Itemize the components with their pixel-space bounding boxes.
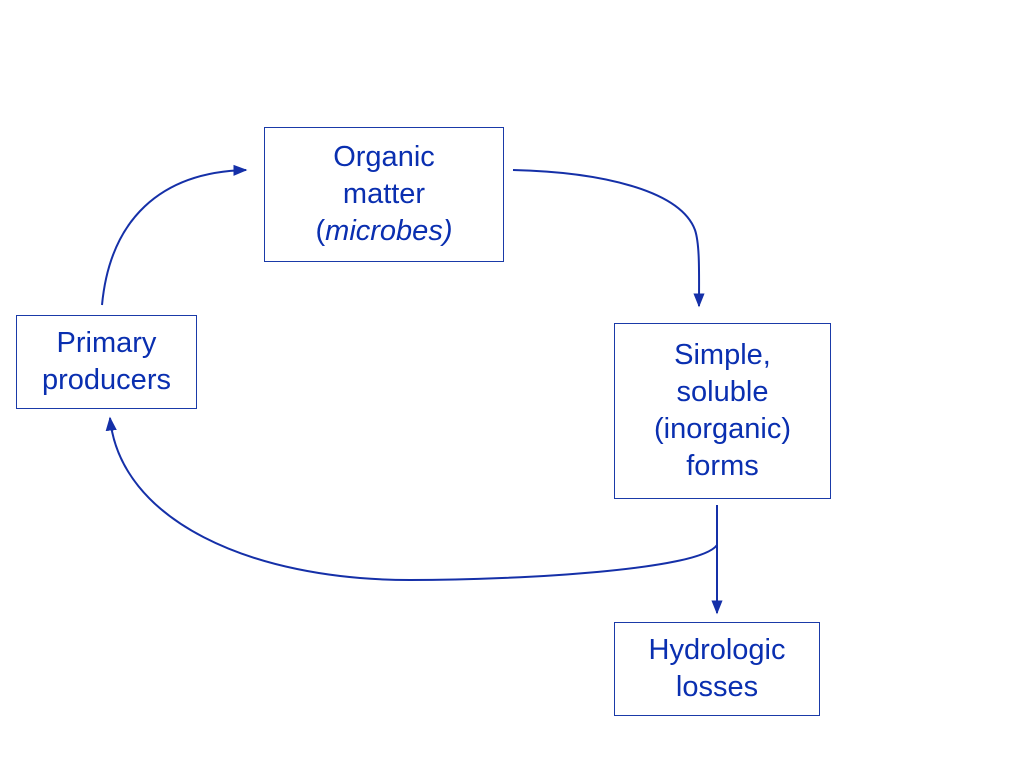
arrow-simple-to-producers [105, 416, 718, 582]
node-primary-producers: Primary producers [16, 315, 197, 409]
organic-line-1: Organic [333, 141, 435, 173]
organic-paren: ( [315, 215, 326, 247]
simple-line-2: soluble [676, 376, 769, 408]
simple-line-4: forms [686, 450, 759, 482]
primary-line-2: producers [42, 364, 171, 396]
hydro-line-1: Hydrologic [648, 634, 786, 666]
organic-line-3: (microbes) [316, 213, 453, 250]
arrow-organic-to-simple [512, 169, 705, 308]
node-simple-soluble-forms: Simple, soluble (inorganic) forms [614, 323, 831, 499]
node-organic-matter: Organic matter (microbes) [264, 127, 504, 262]
node-hydrologic-losses: Hydrologic losses [614, 622, 820, 716]
primary-line-1: Primary [56, 327, 157, 359]
arrow-producers-to-organic [101, 164, 248, 306]
simple-line-3: (inorganic) [654, 413, 791, 445]
organic-microbes: microbes) [325, 215, 453, 247]
organic-line-2: matter [342, 178, 426, 210]
simple-line-1: Simple, [674, 339, 771, 371]
hydro-line-2: losses [675, 671, 759, 703]
